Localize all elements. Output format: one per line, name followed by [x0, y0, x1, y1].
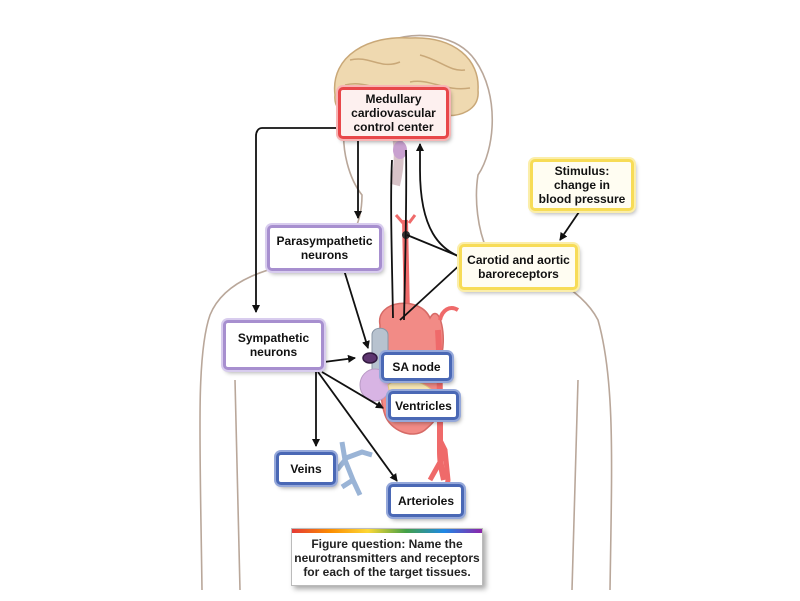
figure-question-text: Figure question: Name the neurotransmitt… [294, 537, 480, 579]
medullary-control-center-label: Medullary cardiovascular control center [351, 92, 436, 134]
sympathetic-neurons-box: Sympathetic neurons [223, 320, 324, 370]
sympathetic-neurons-label: Sympathetic neurons [237, 331, 310, 359]
arterioles-box: Arterioles [388, 484, 464, 517]
veins-label: Veins [290, 461, 322, 476]
ventricles-label: Ventricles [395, 398, 452, 413]
stimulus-label: Stimulus: change in blood pressure [538, 164, 626, 206]
parasympathetic-neurons-label: Parasympathetic neurons [276, 234, 373, 262]
parasympathetic-neurons-box: Parasympathetic neurons [267, 225, 382, 271]
veins-box: Veins [276, 452, 336, 485]
baroreceptors-box: Carotid and aortic baroreceptors [459, 244, 578, 290]
medullary-control-center-box: Medullary cardiovascular control center [338, 87, 449, 139]
ventricles-box: Ventricles [388, 391, 459, 420]
figure-question-box: Figure question: Name the neurotransmitt… [291, 528, 483, 586]
sa-node-label: SA node [392, 359, 441, 374]
stimulus-box: Stimulus: change in blood pressure [530, 159, 634, 211]
sa-node-box: SA node [381, 352, 452, 381]
nerve-paths [252, 127, 580, 482]
rainbow-bar [292, 529, 482, 533]
arterioles-label: Arterioles [397, 493, 455, 508]
baroreceptors-label: Carotid and aortic baroreceptors [467, 253, 570, 281]
veins-illustration [335, 441, 373, 497]
body-outline [199, 34, 613, 591]
